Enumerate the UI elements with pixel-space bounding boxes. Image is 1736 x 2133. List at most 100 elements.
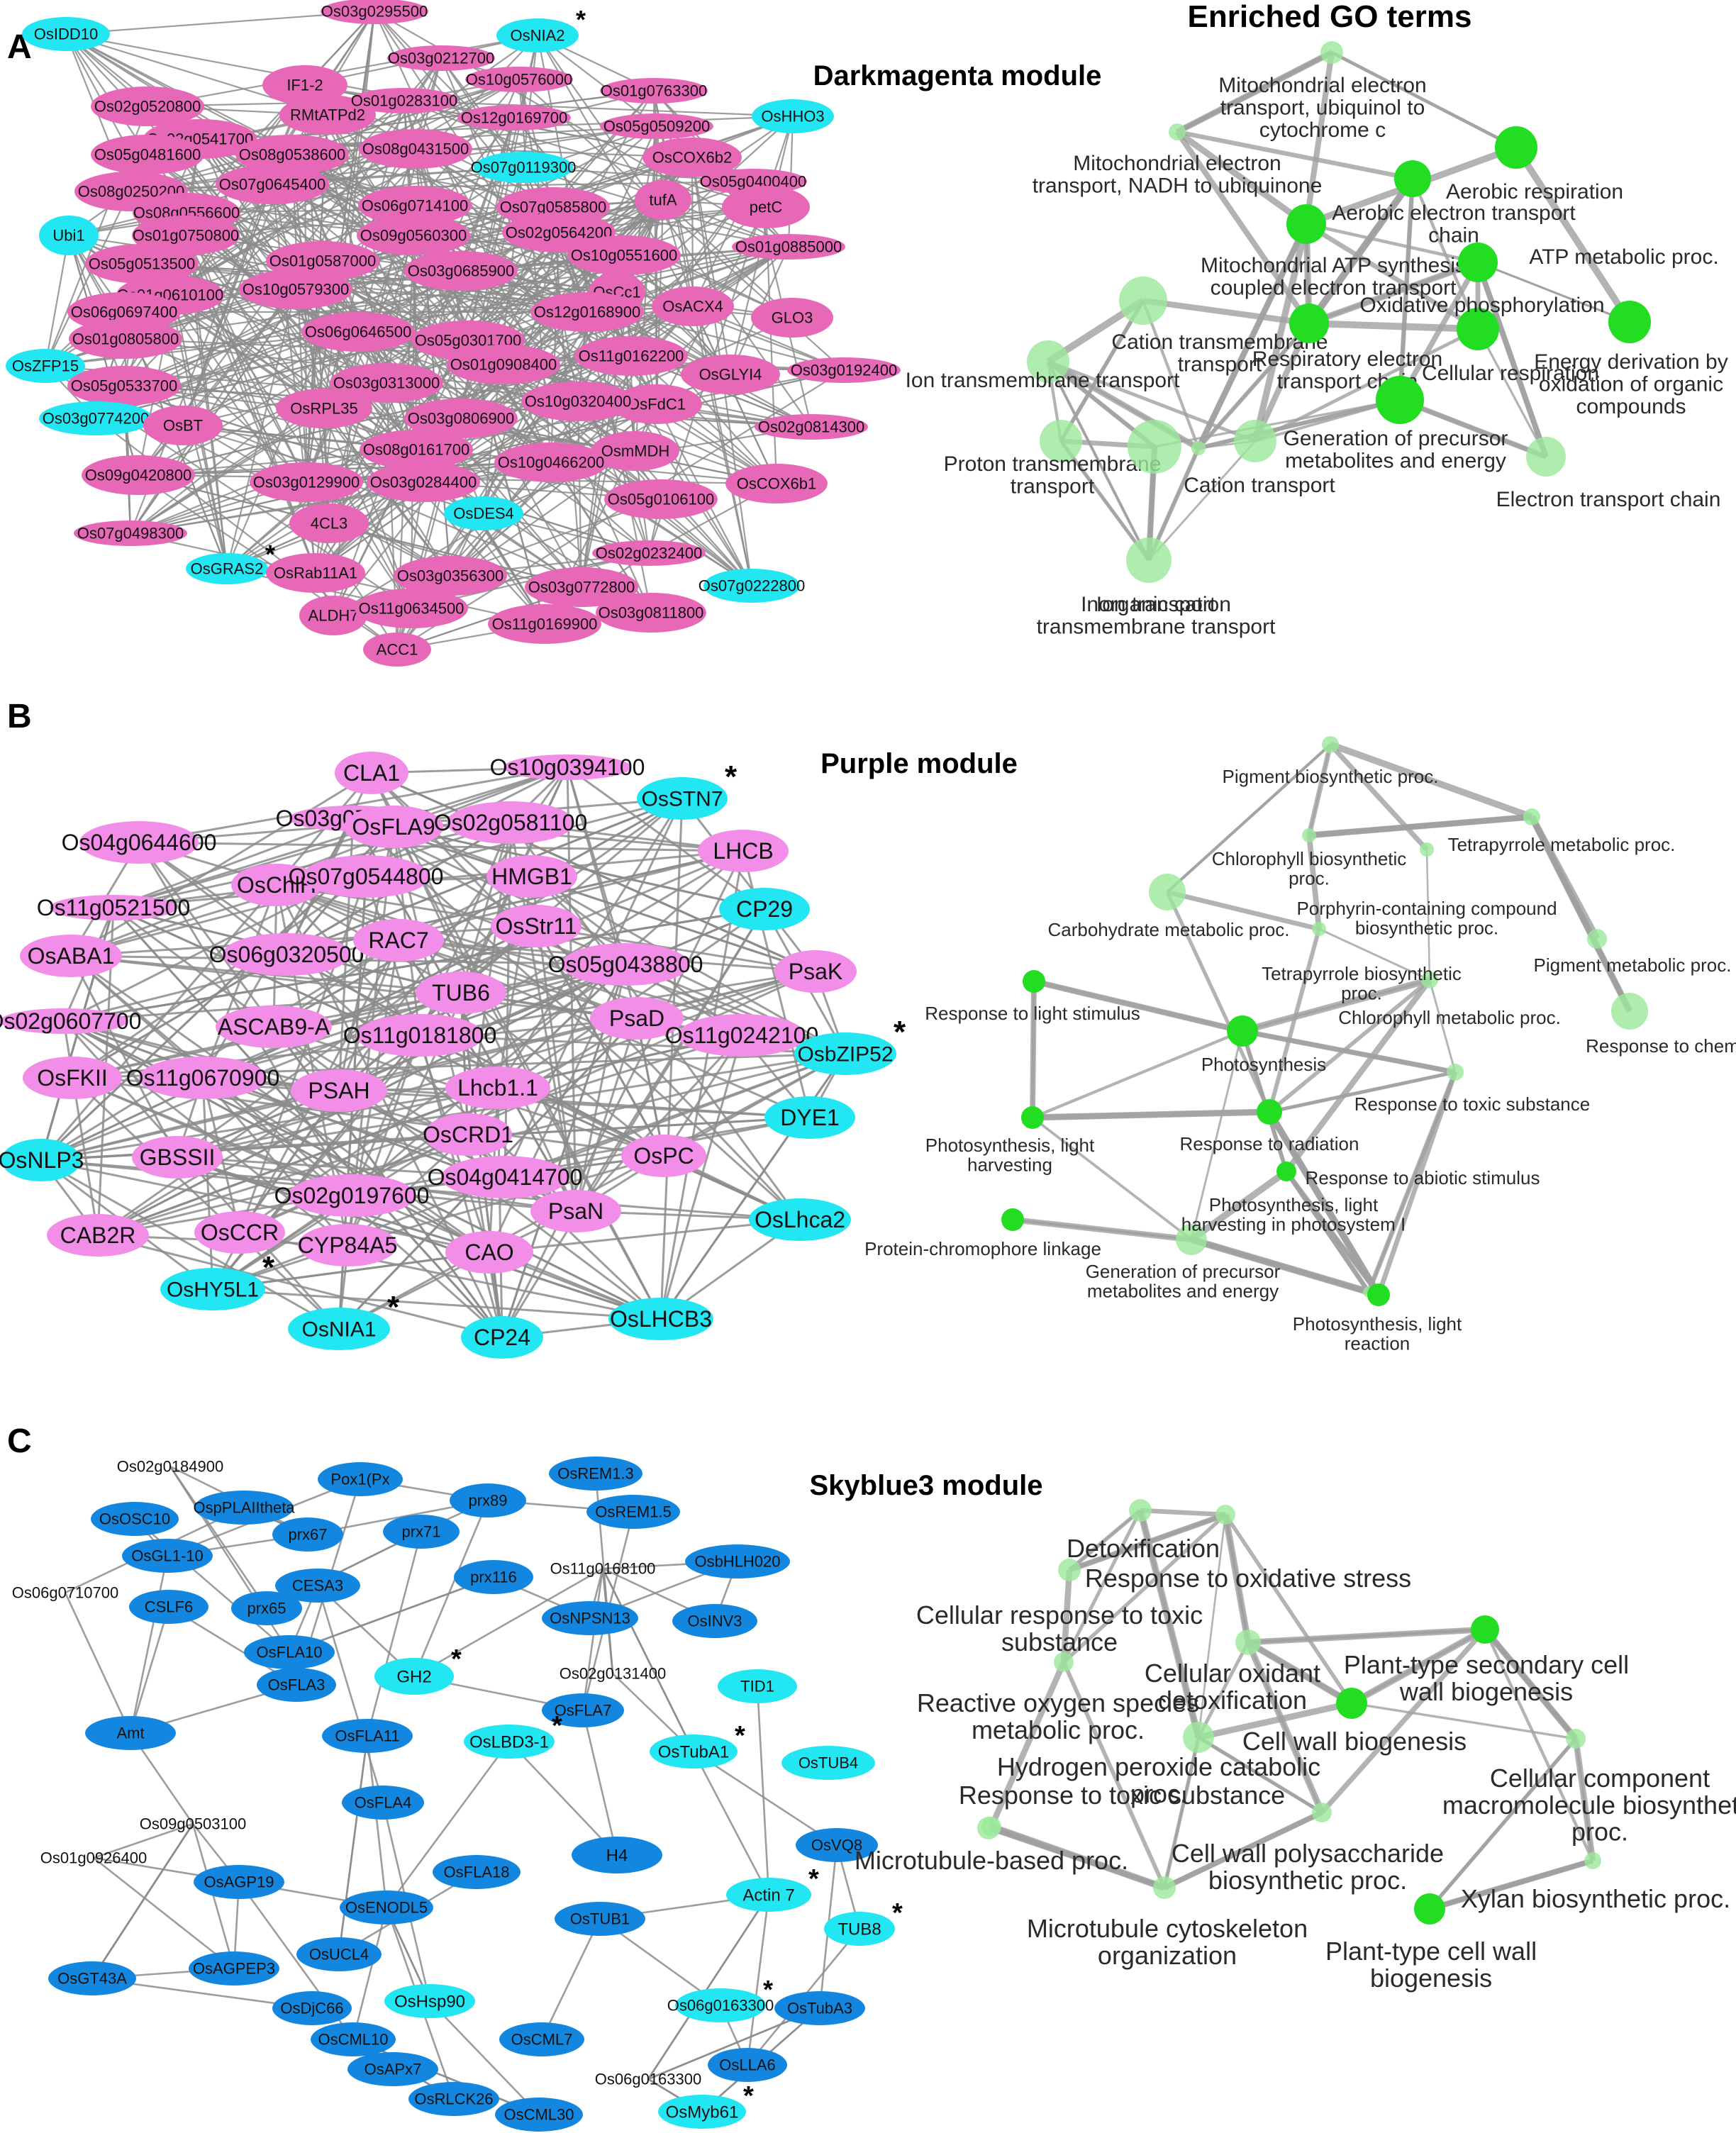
go-term-label-line: Xylan biosynthetic proc. — [1461, 1884, 1730, 1913]
gene-edge — [413, 1500, 489, 1677]
gene-node-h4: H4 — [572, 1837, 662, 1873]
gene-label: Os11g0242100 — [665, 1023, 818, 1048]
gene-edge — [177, 1156, 662, 1320]
gene-node-osrab11a1: OsRab11A1 — [266, 553, 365, 593]
go-node-circle — [1394, 160, 1431, 197]
gene-node-osfdc1: OsFdC1 — [611, 384, 702, 424]
go-term-label-line: Aerobic electron transport — [1332, 201, 1576, 225]
go-term-label-line: Cell wall biogenesis — [1242, 1727, 1467, 1756]
go-edge — [1165, 891, 1272, 1113]
gene-edge — [141, 263, 398, 650]
go-node-circle — [1336, 1688, 1367, 1719]
gene-node-cao: CAO — [445, 1231, 533, 1274]
gene-label: CESA3 — [292, 1577, 343, 1595]
go-node-circle — [1421, 971, 1438, 988]
gene-node-os07g0645400: Os07g0645400 — [216, 165, 329, 204]
gene-node-shape — [298, 1224, 397, 1266]
go-term-pigment-biosynthetic-proc: Pigment biosynthetic proc. — [1223, 736, 1438, 787]
gene-node-os05g0481600: Os05g0481600 — [91, 135, 204, 174]
gene-node-shape — [374, 1658, 454, 1695]
gene-node-ascab9-a: ASCAB9-A — [216, 1006, 332, 1048]
gene-label: OsRLCK26 — [414, 2090, 493, 2108]
gene-node-oscox6b2: OsCOX6b2 — [642, 138, 742, 177]
gene-edge — [660, 850, 745, 1320]
gene-node-shape — [143, 406, 223, 445]
gene-node-hmgb1: HMGB1 — [486, 855, 577, 898]
gene-label: Os02g0607700 — [0, 1008, 141, 1034]
go-edge — [1254, 399, 1401, 442]
go-term-label-line: Photosynthesis, light — [925, 1135, 1095, 1156]
gene-node-os11g0670900: Os11g0670900 — [126, 1057, 279, 1099]
go-node-circle — [1376, 376, 1424, 424]
gene-label: Os07g0119300 — [471, 159, 577, 177]
gene-node-shape — [262, 65, 347, 105]
go-term-cellular-respiration: Cellular respiration — [1376, 362, 1599, 424]
gene-node-shape — [774, 950, 857, 993]
gene-node-shape — [74, 520, 187, 546]
gene-label: CSLF6 — [145, 1598, 193, 1616]
gene-node-os03g0295500: Os03g0295500 — [321, 0, 428, 24]
go-node-circle — [1183, 1722, 1214, 1753]
gene-edge — [398, 939, 638, 1020]
go-term-label-line: metabolites and energy — [1087, 1280, 1279, 1301]
gene-node-shape — [441, 1156, 569, 1198]
go-edge — [1572, 1738, 1596, 1861]
gene-node-shape — [542, 1601, 638, 1635]
gene-node-shape — [444, 496, 523, 530]
go-term-label-line: metabolic proc. — [972, 1715, 1145, 1744]
go-term-label-line: Porphyrin-containing compound — [1296, 898, 1557, 919]
go-term-label: Microtubule-based proc. — [855, 1846, 1128, 1875]
go-edge — [1308, 814, 1532, 838]
gene-node-shape — [672, 1604, 757, 1638]
gene-node-shape — [160, 1268, 265, 1310]
gene-node-os07g0119300: Os07g0119300 — [471, 152, 577, 183]
panel-c-letter: C — [7, 1422, 32, 1460]
go-term-cation-transport: Cation transport — [1128, 420, 1335, 497]
gene-edge — [508, 1741, 618, 1856]
go-term-label: Response to abiotic stimulus — [1306, 1167, 1540, 1188]
gene-label: prx116 — [470, 1569, 517, 1586]
gene-node-shape — [465, 67, 573, 92]
gene-node-shape — [91, 87, 204, 126]
gene-node-shape — [139, 1057, 267, 1099]
gene-node-psan: PsaN — [530, 1190, 621, 1232]
go-term-label-line: chain — [1428, 224, 1479, 247]
gene-node-os06g0163300: Os06g0163300* — [667, 1975, 774, 2022]
go-term-label-line: biosynthetic proc. — [1208, 1866, 1407, 1895]
gene-node-osrem1-3: OsREM1.3 — [549, 1457, 642, 1491]
gene-label: OsGRAS2 — [191, 560, 264, 578]
gene-label: CAO — [464, 1240, 513, 1265]
gene-edge — [129, 1606, 170, 1734]
go-term-oxidative-phosphorylation: Oxidative phosphorylation — [1359, 294, 1605, 350]
gene-node-oscox6b1: OsCOX6b1 — [725, 464, 828, 503]
gene-label: Os02g0520800 — [94, 98, 201, 116]
gene-edge — [201, 1077, 214, 1290]
gene-node-shape — [85, 1716, 176, 1750]
go-edge — [1428, 1858, 1594, 1912]
gene-label: PsaD — [609, 1006, 664, 1031]
gene-edge — [501, 850, 745, 1338]
gene-edge — [460, 992, 469, 1135]
gene-node-shape — [496, 18, 579, 52]
gene-label: OsLHCB3 — [610, 1306, 712, 1332]
gene-node-os10g0579300: Os10g0579300 — [239, 269, 352, 309]
gene-node-osdes4: OsDES4 — [444, 496, 523, 530]
go-node-circle — [1119, 277, 1167, 325]
gene-label: OsAGPEP3 — [193, 1960, 275, 1978]
gene-node-osfla9: OsFLA9 — [344, 806, 443, 848]
gene-label: Os11g0670900 — [126, 1065, 279, 1091]
gene-label: OsDES4 — [453, 505, 514, 523]
gene-edge — [460, 117, 516, 272]
go-edge — [1196, 1641, 1250, 1739]
go-term-label: Response to toxic substance — [959, 1781, 1285, 1810]
gene-node-shape — [318, 1462, 403, 1496]
go-term-label-line: macromolecule biosynthetic — [1442, 1791, 1736, 1820]
go-term-label: Aerobic respiration — [1446, 180, 1623, 204]
gene-edge — [393, 825, 765, 910]
gene-node-shape — [596, 593, 706, 633]
gene-label: Os03g0685900 — [408, 262, 514, 280]
gene-label: Os02g0197600 — [274, 1183, 430, 1208]
